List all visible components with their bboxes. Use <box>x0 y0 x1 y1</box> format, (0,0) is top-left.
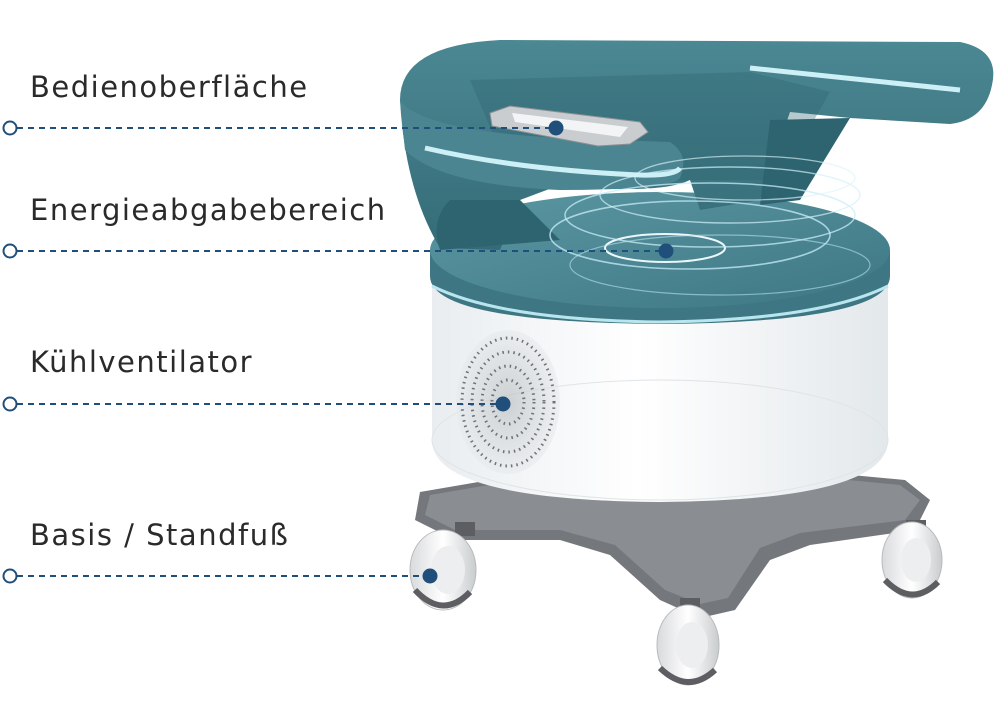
energy-waves <box>549 155 871 296</box>
base-star <box>415 465 930 618</box>
callout-base <box>2 568 438 584</box>
label-base: Basis / Standfuß <box>30 518 290 552</box>
callout-anchor-dot <box>658 243 674 259</box>
callout-anchor-open <box>2 120 18 136</box>
callout-anchor-dot <box>422 568 438 584</box>
label-cooling-fan: Kühlventilator <box>30 345 254 379</box>
callout-energy-zone <box>2 243 674 259</box>
label-control-panel: Bedienoberfläche <box>30 70 309 104</box>
callout-anchor-open <box>2 568 18 584</box>
callout-cooling-fan <box>2 396 511 412</box>
callout-control-panel <box>2 120 564 136</box>
callout-anchor-dot <box>548 120 564 136</box>
caster-wheels <box>409 520 943 686</box>
callout-anchor-open <box>2 243 18 259</box>
backrest <box>400 40 994 250</box>
label-energy-zone: Energieabgabebereich <box>30 193 387 227</box>
control-panel-display <box>489 105 649 147</box>
callout-anchor-open <box>2 396 18 412</box>
callout-anchor-dot <box>495 396 511 412</box>
callout-leaders <box>2 120 674 584</box>
